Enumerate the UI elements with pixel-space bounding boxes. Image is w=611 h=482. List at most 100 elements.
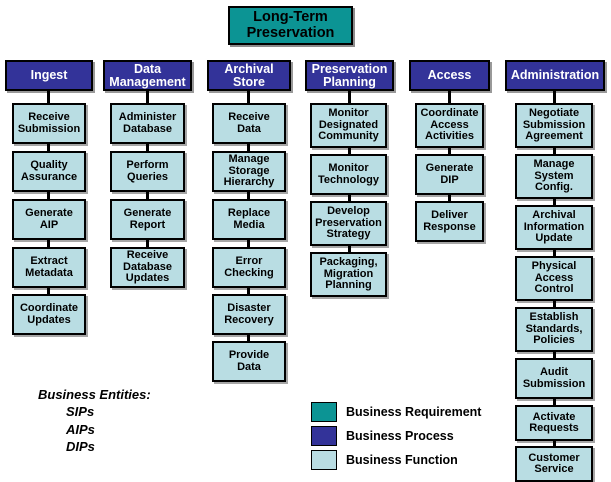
function-box-deliver-response: Deliver Response xyxy=(415,201,484,242)
function-box-label: Audit Submission xyxy=(522,366,586,390)
function-box-label: Perform Queries xyxy=(126,159,169,183)
function-box-label: Physical Access Control xyxy=(531,260,577,296)
connector-line xyxy=(348,246,351,252)
connector-line xyxy=(247,91,250,103)
business-entity-sips: SIPs xyxy=(66,404,95,420)
function-box-label: Generate DIP xyxy=(425,162,474,186)
legend-row-business-process: Business Process xyxy=(311,425,541,447)
function-box-label: Monitor Designated Community xyxy=(318,107,379,143)
connector-line xyxy=(146,144,149,151)
legend-swatch-business-requirement xyxy=(311,402,337,422)
process-header-data-management: Data Management xyxy=(103,60,192,91)
function-box-replace-media: Replace Media xyxy=(212,199,286,240)
function-box-monitor-technology: Monitor Technology xyxy=(310,154,387,195)
function-box-audit-submission: Audit Submission xyxy=(515,358,593,399)
function-box-error-checking: Error Checking xyxy=(212,247,286,288)
function-box-label: Generate Report xyxy=(123,207,172,231)
title-box-label: Long-Term Preservation xyxy=(246,9,335,41)
function-box-manage-storage-hierarchy: Manage Storage Hierarchy xyxy=(212,151,286,192)
connector-line xyxy=(47,288,50,294)
function-box-physical-access-control: Physical Access Control xyxy=(515,256,593,301)
legend: Business Requirement Business Process Bu… xyxy=(311,401,541,473)
connector-line xyxy=(553,399,556,405)
connector-line xyxy=(146,240,149,247)
legend-label-business-requirement: Business Requirement xyxy=(346,405,482,419)
connector-line xyxy=(47,192,50,199)
connector-line xyxy=(247,240,250,247)
legend-swatch-business-function xyxy=(311,450,337,470)
connector-line xyxy=(553,250,556,256)
function-box-administer-database: Administer Database xyxy=(110,103,185,144)
legend-row-business-function: Business Function xyxy=(311,449,541,471)
connector-line xyxy=(47,144,50,151)
function-box-label: Receive Data xyxy=(228,111,270,135)
function-box-generate-dip: Generate DIP xyxy=(415,154,484,195)
process-header-access: Access xyxy=(409,60,490,91)
process-header-ingest: Ingest xyxy=(5,60,93,91)
connector-line xyxy=(47,240,50,247)
connector-line xyxy=(553,352,556,358)
connector-line xyxy=(247,288,250,294)
process-header-label: Ingest xyxy=(30,68,68,82)
connector-line xyxy=(146,91,149,103)
process-header-label: Access xyxy=(427,68,472,82)
process-header-administration: Administration xyxy=(505,60,605,91)
function-box-activate-requests: Activate Requests xyxy=(515,405,593,441)
function-box-label: Packaging, Migration Planning xyxy=(319,256,378,292)
function-box-quality-assurance: Quality Assurance xyxy=(12,151,86,192)
connector-line xyxy=(448,91,451,103)
connector-line xyxy=(448,148,451,154)
function-box-coordinate-access-activities: Coordinate Access Activities xyxy=(415,103,484,148)
business-entity-dips: DIPs xyxy=(66,438,95,454)
legend-row-business-requirement: Business Requirement xyxy=(311,401,541,423)
process-header-archival-store: Archival Store xyxy=(207,60,291,91)
function-box-label: Generate AIP xyxy=(25,207,73,231)
function-box-label: Provide Data xyxy=(228,349,270,373)
connector-line xyxy=(247,192,250,199)
connector-line xyxy=(47,91,50,103)
function-box-receive-database-updates: Receive Database Updates xyxy=(110,247,185,288)
function-box-provide-data: Provide Data xyxy=(212,341,286,382)
function-box-label: Coordinate Access Activities xyxy=(420,107,479,143)
process-header-label: Data Management xyxy=(109,61,186,89)
function-box-label: Monitor Technology xyxy=(318,162,379,186)
function-box-receive-data: Receive Data xyxy=(212,103,286,144)
function-box-develop-preservation-strategy: Develop Preservation Strategy xyxy=(310,201,387,246)
process-header-label: Preservation Planning xyxy=(311,61,388,89)
business-entities-heading: Business Entities: xyxy=(38,387,151,402)
legend-label-business-function: Business Function xyxy=(346,453,458,467)
function-box-label: Coordinate Updates xyxy=(19,302,79,326)
function-box-extract-metadata: Extract Metadata xyxy=(12,247,86,288)
function-box-generate-aip: Generate AIP xyxy=(12,199,86,240)
function-box-label: Develop Preservation Strategy xyxy=(315,205,382,241)
function-box-label: Manage System Config. xyxy=(533,158,575,194)
function-box-generate-report: Generate Report xyxy=(110,199,185,240)
function-box-label: Negotiate Submission Agreement xyxy=(522,107,586,143)
connector-line xyxy=(348,195,351,201)
connector-line xyxy=(247,335,250,341)
function-box-archival-information-update: Archival Information Update xyxy=(515,205,593,250)
connector-line xyxy=(553,441,556,446)
connector-line xyxy=(348,91,351,103)
connector-line xyxy=(553,91,556,103)
connector-line xyxy=(553,199,556,205)
function-box-disaster-recovery: Disaster Recovery xyxy=(212,294,286,335)
function-box-manage-system-config: Manage System Config. xyxy=(515,154,593,199)
connector-line xyxy=(553,148,556,154)
connector-line xyxy=(146,192,149,199)
business-entity-aips: AIPs xyxy=(66,421,95,437)
process-header-preservation-planning: Preservation Planning xyxy=(305,60,394,91)
connector-line xyxy=(247,144,250,151)
function-box-monitor-designated-community: Monitor Designated Community xyxy=(310,103,387,148)
legend-label-business-process: Business Process xyxy=(346,429,454,443)
function-box-label: Establish Standards, Policies xyxy=(525,311,583,347)
process-header-label: Administration xyxy=(510,68,600,82)
function-box-negotiate-submission-agreement: Negotiate Submission Agreement xyxy=(515,103,593,148)
process-header-label: Archival Store xyxy=(224,61,274,89)
function-box-label: Quality Assurance xyxy=(20,159,78,183)
function-box-label: Error Checking xyxy=(224,255,274,279)
legend-swatch-business-process xyxy=(311,426,337,446)
function-box-label: Receive Submission xyxy=(17,111,81,135)
function-box-label: Activate Requests xyxy=(529,410,579,434)
